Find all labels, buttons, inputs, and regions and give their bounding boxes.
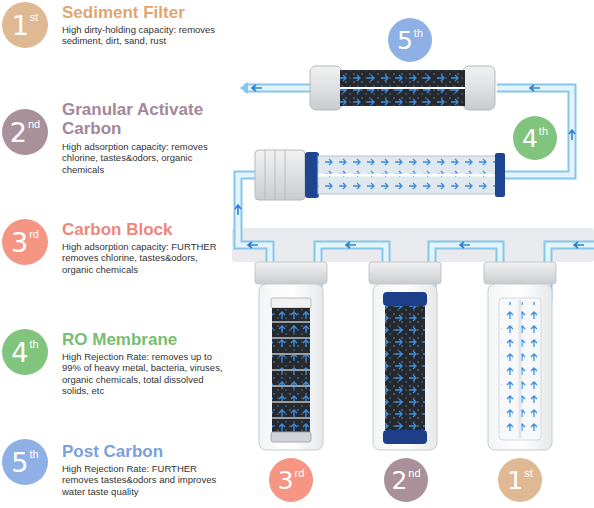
- stage-heading: Sediment Filter: [62, 3, 232, 22]
- label-box: High dirty-holding capacity: removes sed…: [62, 24, 227, 47]
- ordinal-suffix: st: [30, 12, 39, 23]
- ordinal-suffix: nd: [408, 468, 420, 479]
- stage-heading: RO Membrane: [62, 330, 232, 349]
- step-number-circle: 4th: [2, 329, 48, 375]
- stage-description: High dirty-holding capacity: removes sed…: [62, 24, 227, 47]
- label-box: High Rejection Rate: FURTHER removes tas…: [62, 463, 227, 497]
- label-box: High Rejection Rate: removes up to 99% o…: [62, 351, 227, 397]
- stage-heading: Post Carbon: [62, 442, 232, 461]
- ordinal-suffix: th: [539, 126, 548, 137]
- carbon-block-cartridge: [271, 298, 311, 442]
- label-box: Carbon Block: [62, 220, 232, 239]
- step-number-circle: 2nd: [2, 109, 48, 155]
- step-number: 1: [507, 468, 523, 493]
- step-number: 5: [11, 449, 28, 476]
- granular-carbon-cartridge: [383, 292, 427, 444]
- step-number-circle: 1st: [498, 458, 542, 502]
- step-number: 2: [10, 119, 27, 146]
- step-number-circle: 5th: [2, 439, 48, 485]
- ordinal-suffix: rd: [29, 229, 39, 240]
- label-box: High adsorption capacity: FURTHER remove…: [62, 241, 227, 275]
- step-number: 4: [522, 126, 538, 151]
- stage-description: High adsorption capacity: removes chlori…: [62, 141, 227, 175]
- flow-arrows: [235, 85, 584, 248]
- label-box: RO Membrane: [62, 330, 232, 349]
- filter-housings: [255, 262, 556, 450]
- step-number: 3: [278, 468, 294, 493]
- ordinal-suffix: th: [414, 28, 423, 39]
- outlet-head: [240, 82, 248, 94]
- step-number-circle: 4th: [513, 116, 557, 160]
- ordinal-suffix: th: [30, 339, 39, 350]
- pipes: [238, 88, 594, 300]
- label-box: Granular Activate Carbon: [62, 100, 230, 138]
- step-number: 1: [12, 12, 29, 39]
- step-number: 5: [397, 28, 413, 53]
- post-carbon-filter: [310, 66, 495, 110]
- step-number-circle: 3rd: [269, 458, 313, 502]
- label-box: Post Carbon: [62, 442, 232, 461]
- step-number-circle: 5th: [388, 18, 432, 62]
- step-number-circle: 1st: [2, 2, 48, 48]
- stage-heading: Granular Activate Carbon: [62, 100, 230, 138]
- sediment-cartridge: [499, 298, 541, 440]
- step-number: 2: [391, 468, 407, 493]
- stage-description: High Rejection Rate: removes up to 99% o…: [62, 351, 227, 397]
- stage-description: High Rejection Rate: FURTHER removes tas…: [62, 463, 227, 497]
- step-number-circle: 2nd: [384, 458, 428, 502]
- ro-membrane: [255, 150, 505, 200]
- ordinal-suffix: rd: [295, 468, 305, 479]
- ordinal-suffix: th: [30, 449, 39, 460]
- stage-description: High adsorption capacity: FURTHER remove…: [62, 241, 227, 275]
- ordinal-suffix: nd: [28, 119, 40, 130]
- step-number: 3: [11, 229, 28, 256]
- step-number-circle: 3rd: [2, 219, 48, 265]
- label-box: High adsorption capacity: removes chlori…: [62, 141, 227, 175]
- ordinal-suffix: st: [524, 468, 533, 479]
- manifold-band: [232, 228, 594, 262]
- step-number: 4: [11, 339, 28, 366]
- label-box: Sediment Filter: [62, 3, 232, 22]
- stage-heading: Carbon Block: [62, 220, 232, 239]
